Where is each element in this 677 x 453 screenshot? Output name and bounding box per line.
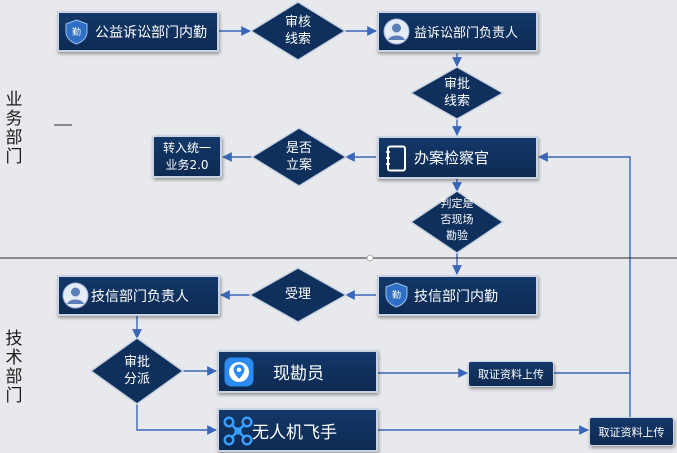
approve-clue-text: 审批 线索	[443, 77, 470, 109]
arrow-feedback-to-prosecutor	[538, 152, 631, 418]
badge-icon: 勤	[65, 19, 88, 45]
avatar-icon	[62, 282, 89, 309]
surveyor-label: 现勘员	[273, 364, 324, 384]
review-clue-text: 审核 线索	[284, 15, 311, 47]
diamond-accept	[248, 267, 348, 323]
diamond-site-survey	[409, 190, 505, 254]
drone-icon	[223, 416, 253, 446]
node-transfer: 转入统一 业务2.0	[152, 135, 222, 178]
evidence-upload-2-label: 取证资料上传	[598, 425, 665, 439]
avatar-icon	[383, 18, 410, 45]
node-evidence-upload-2: 取证资料上传	[589, 417, 674, 446]
node-drone-pilot: 无人机飞手	[217, 408, 378, 452]
tech-head-label: 技信部门负责人	[91, 288, 189, 305]
node-tech-head: 技信部门负责人	[57, 275, 220, 316]
tech-staff-label: 技信部门内勤	[414, 288, 498, 305]
badge-icon: 勤	[385, 282, 408, 308]
diamond-review-clue	[249, 1, 347, 61]
drone-pilot-label: 无人机飞手	[252, 422, 337, 443]
public-interest-head-label: 益诉讼部门负责人	[414, 26, 519, 41]
diamond-file-case	[250, 127, 348, 187]
accept-text: 受理	[284, 287, 311, 302]
site-survey-text: 判定是 否现场 勘验	[440, 197, 474, 242]
arrow-dispatch-to-drone	[136, 403, 217, 435]
notebook-icon	[386, 145, 406, 172]
node-public-interest-head: 益诉讼部门负责人	[377, 11, 538, 52]
approve-dispatch-text: 审批 分派	[123, 355, 150, 387]
lane-label-tech: 技术部门	[5, 329, 23, 406]
diamond-approve-clue	[409, 66, 505, 120]
node-tech-staff: 勤 技信部门内勤	[377, 275, 538, 316]
lane-label-business: 业务部门	[5, 90, 23, 167]
node-public-interest-staff: 勤 公益诉讼部门内勤	[57, 11, 219, 52]
svg-text:勤: 勤	[72, 26, 81, 38]
public-interest-staff-label: 公益诉讼部门内勤	[95, 24, 207, 41]
location-pin-icon	[224, 357, 254, 387]
case-prosecutor-label: 办案检察官	[414, 149, 490, 167]
transfer-label: 转入统一 业务2.0	[162, 140, 211, 172]
lane-divider-dot	[366, 254, 374, 262]
svg-text:勤: 勤	[392, 289, 401, 301]
diamond-approve-dispatch	[89, 337, 185, 405]
file-case-text: 是否 立案	[285, 141, 312, 173]
node-surveyor: 现勘员	[217, 350, 378, 393]
evidence-upload-1-label: 取证资料上传	[478, 368, 544, 381]
node-case-prosecutor: 办案检察官	[377, 136, 538, 179]
node-evidence-upload-1: 取证资料上传	[468, 361, 554, 387]
